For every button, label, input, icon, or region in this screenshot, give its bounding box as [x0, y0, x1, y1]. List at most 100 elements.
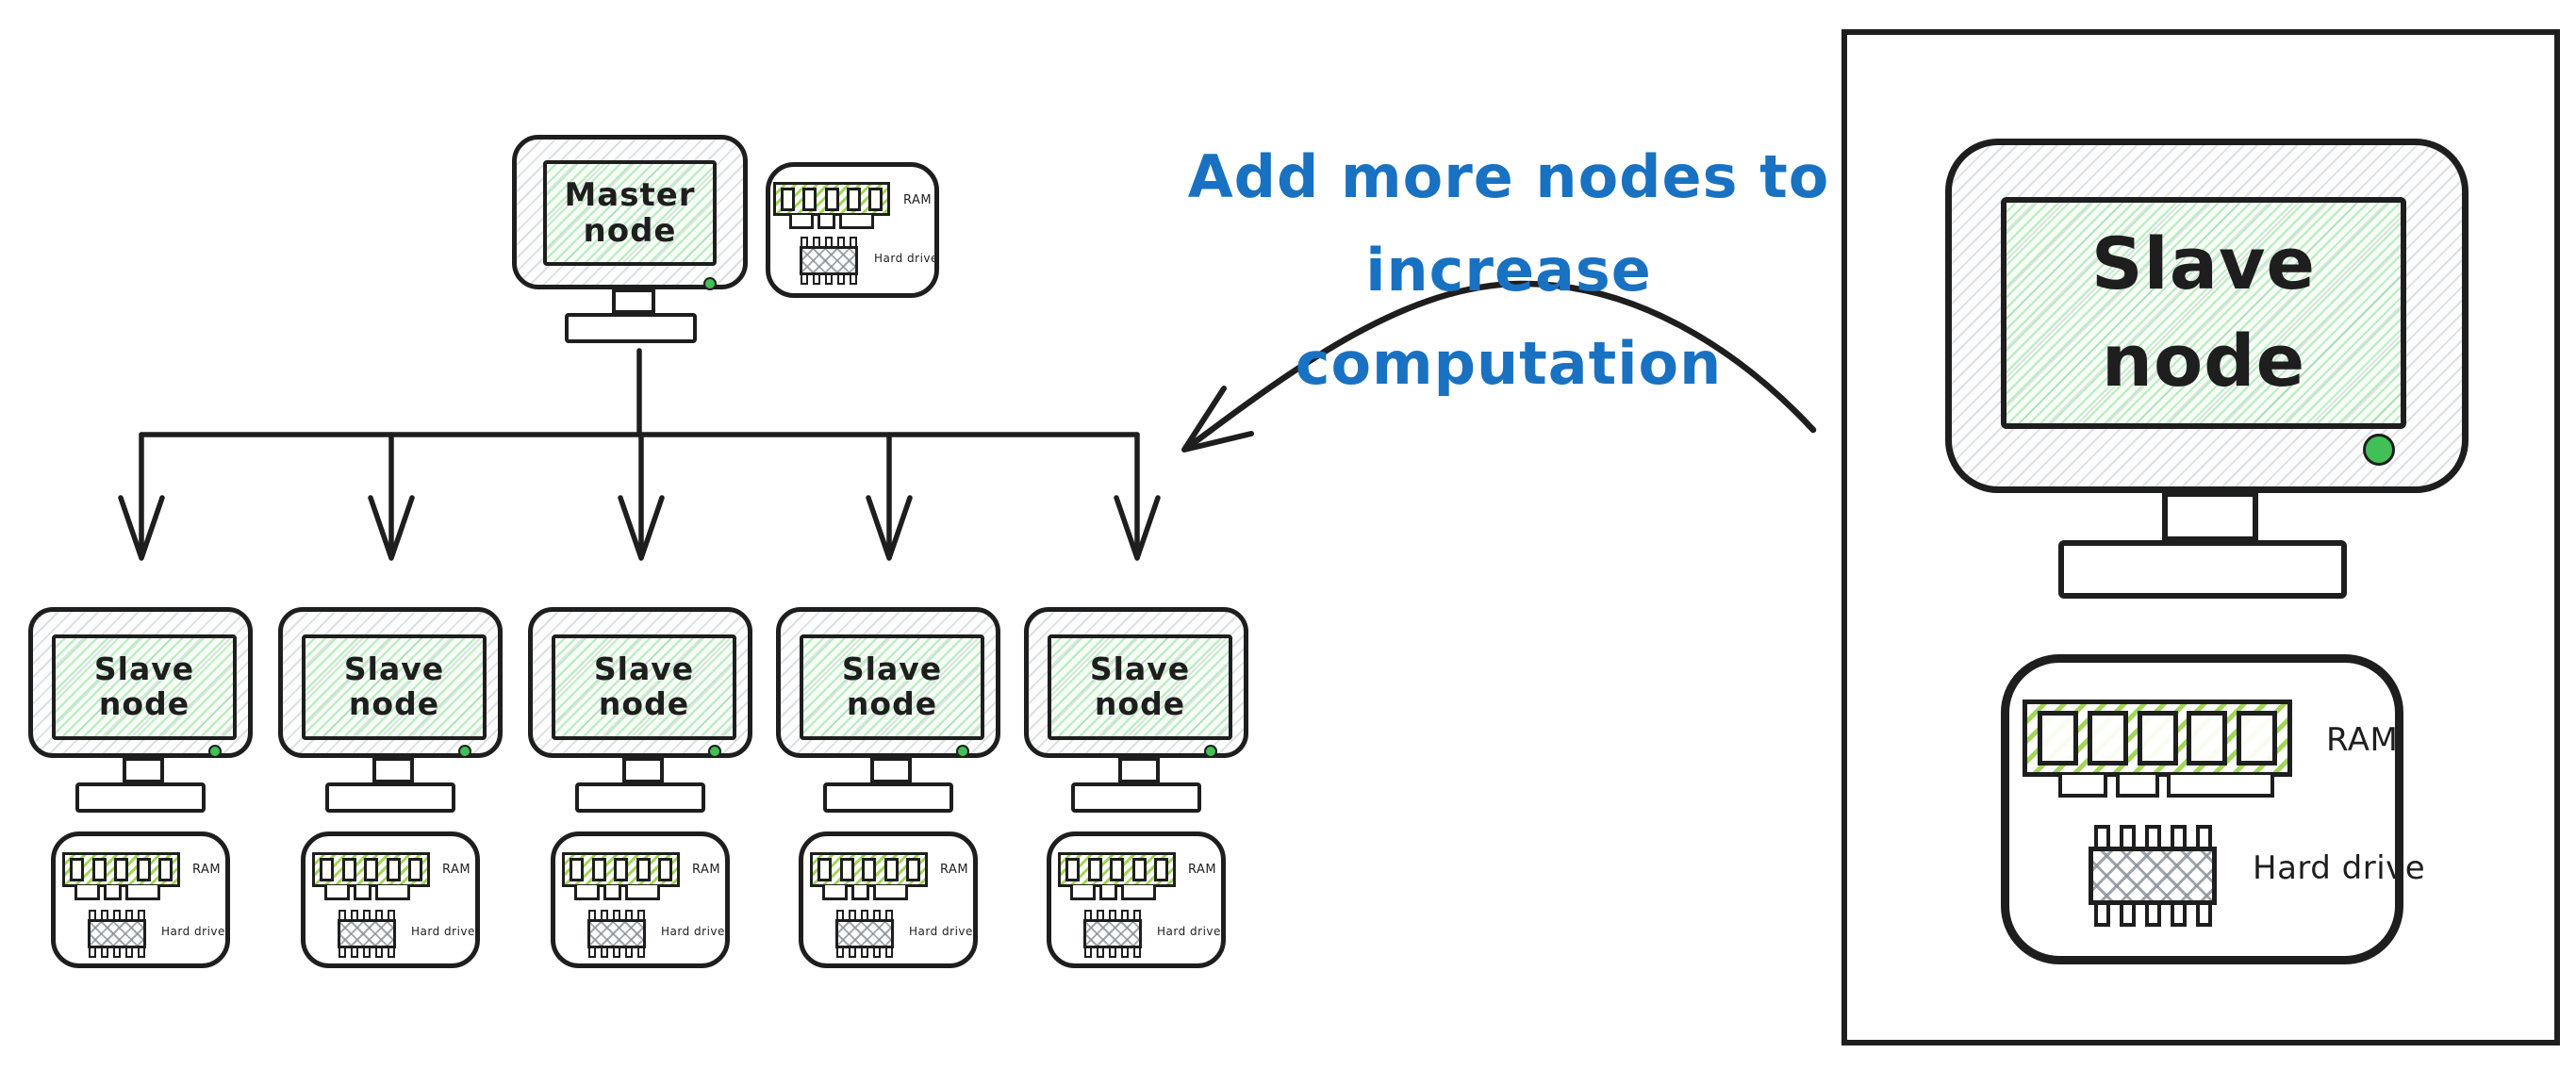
- monitor-base: [565, 313, 697, 343]
- monitor-base: [1071, 782, 1201, 813]
- chip-body: [1083, 919, 1142, 948]
- slave-node-label: Slave node: [1089, 650, 1191, 722]
- ram-notch: [354, 885, 372, 900]
- ram-stick-icon: [1058, 852, 1176, 887]
- annotation-line-1: Add more nodes to: [1187, 142, 1830, 211]
- ram-label: RAM: [940, 863, 969, 877]
- ram-notch: [873, 885, 908, 900]
- monitor-base: [75, 782, 206, 813]
- slave-node-unit-3: Slave node RAM Hard drive: [528, 607, 754, 984]
- ram-chip-icon: [781, 187, 795, 211]
- slave-node-unit-1: Slave node RAM Hard drive: [28, 607, 255, 984]
- hard-drive-label: Hard drive: [874, 252, 938, 265]
- ram-notch: [74, 885, 100, 900]
- hardware-box: RAM Hard drive: [51, 831, 230, 968]
- chip-pins-bottom: [800, 275, 858, 285]
- hard-drive-label: Hard drive: [661, 925, 725, 938]
- hard-drive-chip-icon: [587, 910, 646, 958]
- ram-notch: [2058, 775, 2107, 798]
- slave-node-label: Slave node: [593, 650, 695, 722]
- slave-node-unit-5: Slave node RAM Hard drive: [1024, 607, 1250, 984]
- hard-drive-chip-icon: [1083, 910, 1142, 958]
- master-node-unit: Master node: [512, 135, 751, 361]
- chip-body: [800, 246, 858, 275]
- hardware-box: RAM Hard drive: [551, 831, 730, 968]
- chip-body: [835, 919, 894, 948]
- monitor-neck: [123, 757, 164, 783]
- hard-drive-label: Hard drive: [411, 925, 475, 938]
- hard-drive-label: Hard drive: [1157, 925, 1221, 938]
- slave-node-detail-panel: Slave node RAM Hard drive: [1841, 29, 2560, 1045]
- annotation-line-2: increase computation: [1295, 236, 1723, 399]
- master-hardware-box: RAM Hard drive: [766, 162, 939, 298]
- slave-monitor: Slave node: [528, 607, 752, 758]
- ram-stick-icon: [62, 852, 180, 887]
- ram-notch: [1121, 885, 1156, 900]
- ram-chip-icon: [2187, 711, 2228, 765]
- power-led-icon: [208, 745, 222, 758]
- hard-drive-chip-icon: [800, 237, 858, 285]
- slave-screen: Slave node: [800, 634, 984, 740]
- power-led-icon: [1204, 745, 1217, 758]
- detail-hardware-box: RAM Hard drive: [2001, 654, 2425, 964]
- monitor-base: [575, 782, 705, 813]
- ram-label: RAM: [2326, 721, 2399, 759]
- ram-notch: [1099, 885, 1117, 900]
- hardware-box: RAM Hard drive: [301, 831, 480, 968]
- slave-node-label: Slave node: [93, 650, 195, 722]
- power-led-icon: [458, 745, 471, 758]
- ram-notch: [851, 885, 869, 900]
- ram-label: RAM: [442, 863, 471, 877]
- chip-body: [587, 919, 646, 948]
- power-led-icon: [956, 745, 969, 758]
- hard-drive-chip-icon: [2089, 825, 2217, 927]
- master-monitor: Master node: [512, 135, 748, 290]
- master-screen: Master node: [543, 160, 717, 266]
- ram-notch: [839, 215, 874, 229]
- annotation-text: Add more nodes to increase computation: [1183, 130, 1834, 411]
- chip-pins-bottom: [2089, 905, 2217, 927]
- monitor-neck: [372, 757, 414, 783]
- ram-notch: [324, 885, 350, 900]
- ram-chip-icon: [2137, 711, 2178, 765]
- ram-notch: [603, 885, 621, 900]
- detail-slave-monitor: Slave node: [1945, 139, 2469, 493]
- ram-stick-icon: [562, 852, 680, 887]
- ram-chip-icon: [2237, 711, 2277, 765]
- ram-chip-icon: [2087, 711, 2128, 765]
- slave-monitor: Slave node: [28, 607, 253, 758]
- ram-notch: [104, 885, 122, 900]
- hard-drive-label: Hard drive: [2253, 849, 2426, 887]
- ram-notch: [789, 215, 814, 229]
- detail-slave-screen: Slave node: [2001, 197, 2406, 429]
- monitor-neck: [2162, 491, 2258, 542]
- chip-body: [338, 919, 396, 948]
- slave-monitor: Slave node: [278, 607, 503, 758]
- ram-stick-icon: [312, 852, 430, 887]
- ram-notch: [625, 885, 660, 900]
- power-led-icon: [708, 745, 721, 758]
- ram-label: RAM: [903, 193, 933, 207]
- slave-node-unit-2: Slave node RAM Hard drive: [278, 607, 504, 984]
- arrow-head-icon: [866, 495, 913, 561]
- hardware-box: RAM Hard drive: [799, 831, 978, 968]
- power-led-icon: [703, 277, 717, 290]
- ram-chip-icon: [824, 187, 839, 211]
- monitor-neck: [612, 288, 655, 314]
- master-node-label: Master node: [564, 175, 696, 250]
- annotation-arrow-curve: [1182, 280, 1817, 453]
- slave-screen: Slave node: [302, 634, 487, 740]
- ram-chip-icon: [868, 187, 883, 211]
- hardware-box: RAM Hard drive: [1047, 831, 1226, 968]
- monitor-base: [325, 782, 455, 813]
- arrow-head-icon: [618, 495, 665, 561]
- annotation-arrow-head-icon: [1181, 386, 1254, 453]
- ram-label: RAM: [1188, 863, 1217, 877]
- ram-stick-icon: [810, 852, 928, 887]
- slave-node-label: Slave node: [841, 650, 943, 722]
- slave-screen: Slave node: [1048, 634, 1232, 740]
- slave-monitor: Slave node: [1024, 607, 1248, 758]
- ram-notch: [822, 885, 848, 900]
- ram-notch: [125, 885, 160, 900]
